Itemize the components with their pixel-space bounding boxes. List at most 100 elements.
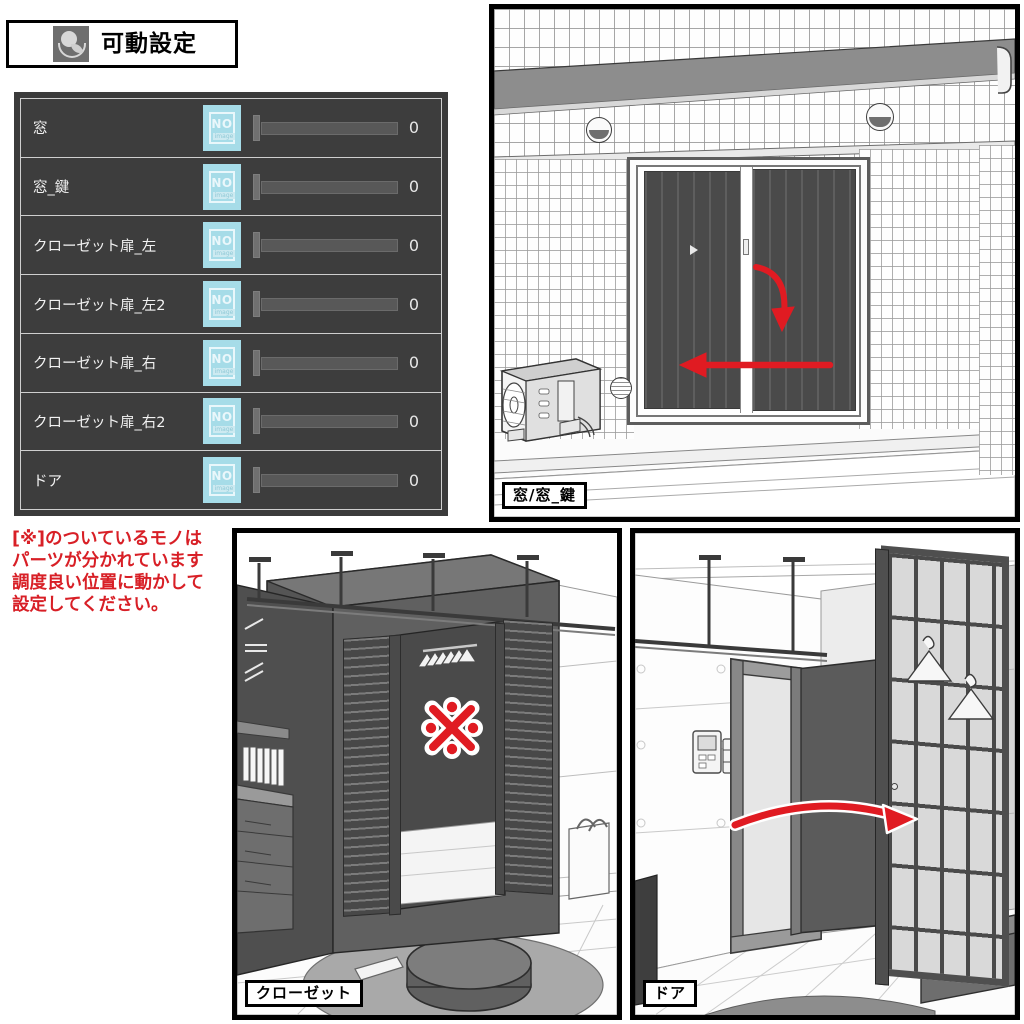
preview-panel-closet: クローゼット: [232, 528, 622, 1020]
door-hangers: [905, 635, 995, 720]
panel-caption-closet: クローゼット: [245, 979, 364, 1007]
slider-handle[interactable]: [253, 349, 260, 376]
slider-track[interactable]: [261, 180, 398, 194]
window-slide-marker-icon: [690, 245, 698, 255]
closet-scene: [237, 533, 617, 1015]
facade-linework: [494, 38, 1015, 517]
row-value: 0: [408, 470, 419, 490]
slider-handle[interactable]: [253, 114, 260, 141]
note-text: [※]のついているモノは パーツが分かれています 調度良い位置に動かして 設定し…: [12, 528, 252, 616]
row-label: クローゼット扉_右: [33, 356, 157, 373]
window-center-mullion: [740, 167, 753, 413]
value-slider[interactable]: [253, 349, 398, 376]
thumbnail-no-text: NO: [211, 469, 233, 484]
slider-track[interactable]: [261, 121, 398, 135]
row-label: 窓_鍵: [33, 180, 70, 197]
window-lock-handle: [743, 239, 749, 255]
row-value: 0: [408, 411, 419, 431]
thumbnail-image-text: image: [213, 132, 235, 140]
slider-track[interactable]: [261, 356, 398, 370]
slider-handle[interactable]: [253, 173, 260, 200]
page-title-box: 可動設定: [6, 20, 238, 68]
slider-handle[interactable]: [253, 232, 260, 259]
note-line-3: 調度良い位置に動かして: [12, 573, 204, 594]
value-slider[interactable]: [253, 291, 398, 318]
thumbnail-image-text: image: [213, 485, 235, 493]
slider-handle[interactable]: [253, 408, 260, 435]
preview-panel-window: 窓/窓_鍵: [489, 4, 1020, 522]
thumbnail-image-text: image: [213, 426, 235, 434]
closet-door-left-2: [389, 634, 401, 916]
slider-track[interactable]: [261, 474, 398, 488]
row-value: 0: [408, 294, 419, 314]
row-value: 0: [408, 118, 419, 138]
lower-wall-tiles-far-right: [979, 145, 1015, 475]
value-slider[interactable]: [253, 467, 398, 494]
wall-vent-left-icon: [586, 117, 612, 143]
kome-mark-icon: [419, 695, 485, 761]
slider-handle[interactable]: [253, 467, 260, 494]
row-label: クローゼット扉_左2: [33, 297, 166, 314]
row-label: クローゼット扉_左: [33, 238, 157, 255]
slider-track[interactable]: [261, 415, 398, 429]
thumbnail-image-text: image: [213, 367, 235, 375]
wall-vent-right-icon: [866, 103, 894, 131]
window-scene: [494, 9, 1015, 517]
value-slider[interactable]: [253, 114, 398, 141]
closet-door-right: [503, 619, 553, 895]
note-line-4: 設定してください。: [12, 595, 169, 616]
thumbnail-image-text: image: [213, 191, 235, 199]
window-blind-right: [752, 169, 856, 411]
slider-track[interactable]: [261, 298, 398, 312]
closet-door-right-2: [495, 622, 505, 896]
wall-sleeve-vent-icon: [610, 377, 632, 399]
panel-caption-door: ドア: [643, 979, 698, 1007]
thumbnail-no-text: NO: [211, 351, 233, 366]
door-annotation-arrow: [729, 800, 919, 835]
slider-handle[interactable]: [253, 291, 260, 318]
thumbnail-no-text: NO: [211, 175, 233, 190]
row-value: 0: [408, 177, 419, 197]
row-label: ドア: [33, 473, 62, 490]
value-slider[interactable]: [253, 408, 398, 435]
window-annotation-arrows: [678, 264, 834, 378]
preview-panel-door: ドア: [630, 528, 1020, 1020]
hand-holding-ball-icon: [53, 26, 89, 62]
thumbnail-no-text: NO: [211, 116, 233, 131]
lower-wall-tiles-right: [859, 149, 979, 429]
panel-caption-window: 窓/窓_鍵: [502, 481, 587, 509]
thumbnail-image-text: image: [213, 250, 235, 258]
closet-door-left: [343, 635, 395, 917]
value-slider[interactable]: [253, 173, 398, 200]
row-value: 0: [408, 235, 419, 255]
value-slider[interactable]: [253, 232, 398, 259]
air-conditioner-unit: [499, 358, 603, 442]
thumbnail-no-text: NO: [211, 234, 233, 249]
thumbnail-no-text: NO: [211, 410, 233, 425]
note-line-2: パーツが分かれています: [12, 551, 204, 572]
page-title: 可動設定: [101, 30, 197, 57]
shoji-door-knob-icon: [891, 783, 898, 790]
note-line-1: [※]のついているモノは: [12, 529, 202, 549]
door-scene: [635, 533, 1015, 1015]
thumbnail-image-text: image: [213, 309, 235, 317]
slider-track[interactable]: [261, 239, 398, 253]
row-label: 窓: [33, 121, 48, 138]
thumbnail-no-text: NO: [211, 293, 233, 308]
